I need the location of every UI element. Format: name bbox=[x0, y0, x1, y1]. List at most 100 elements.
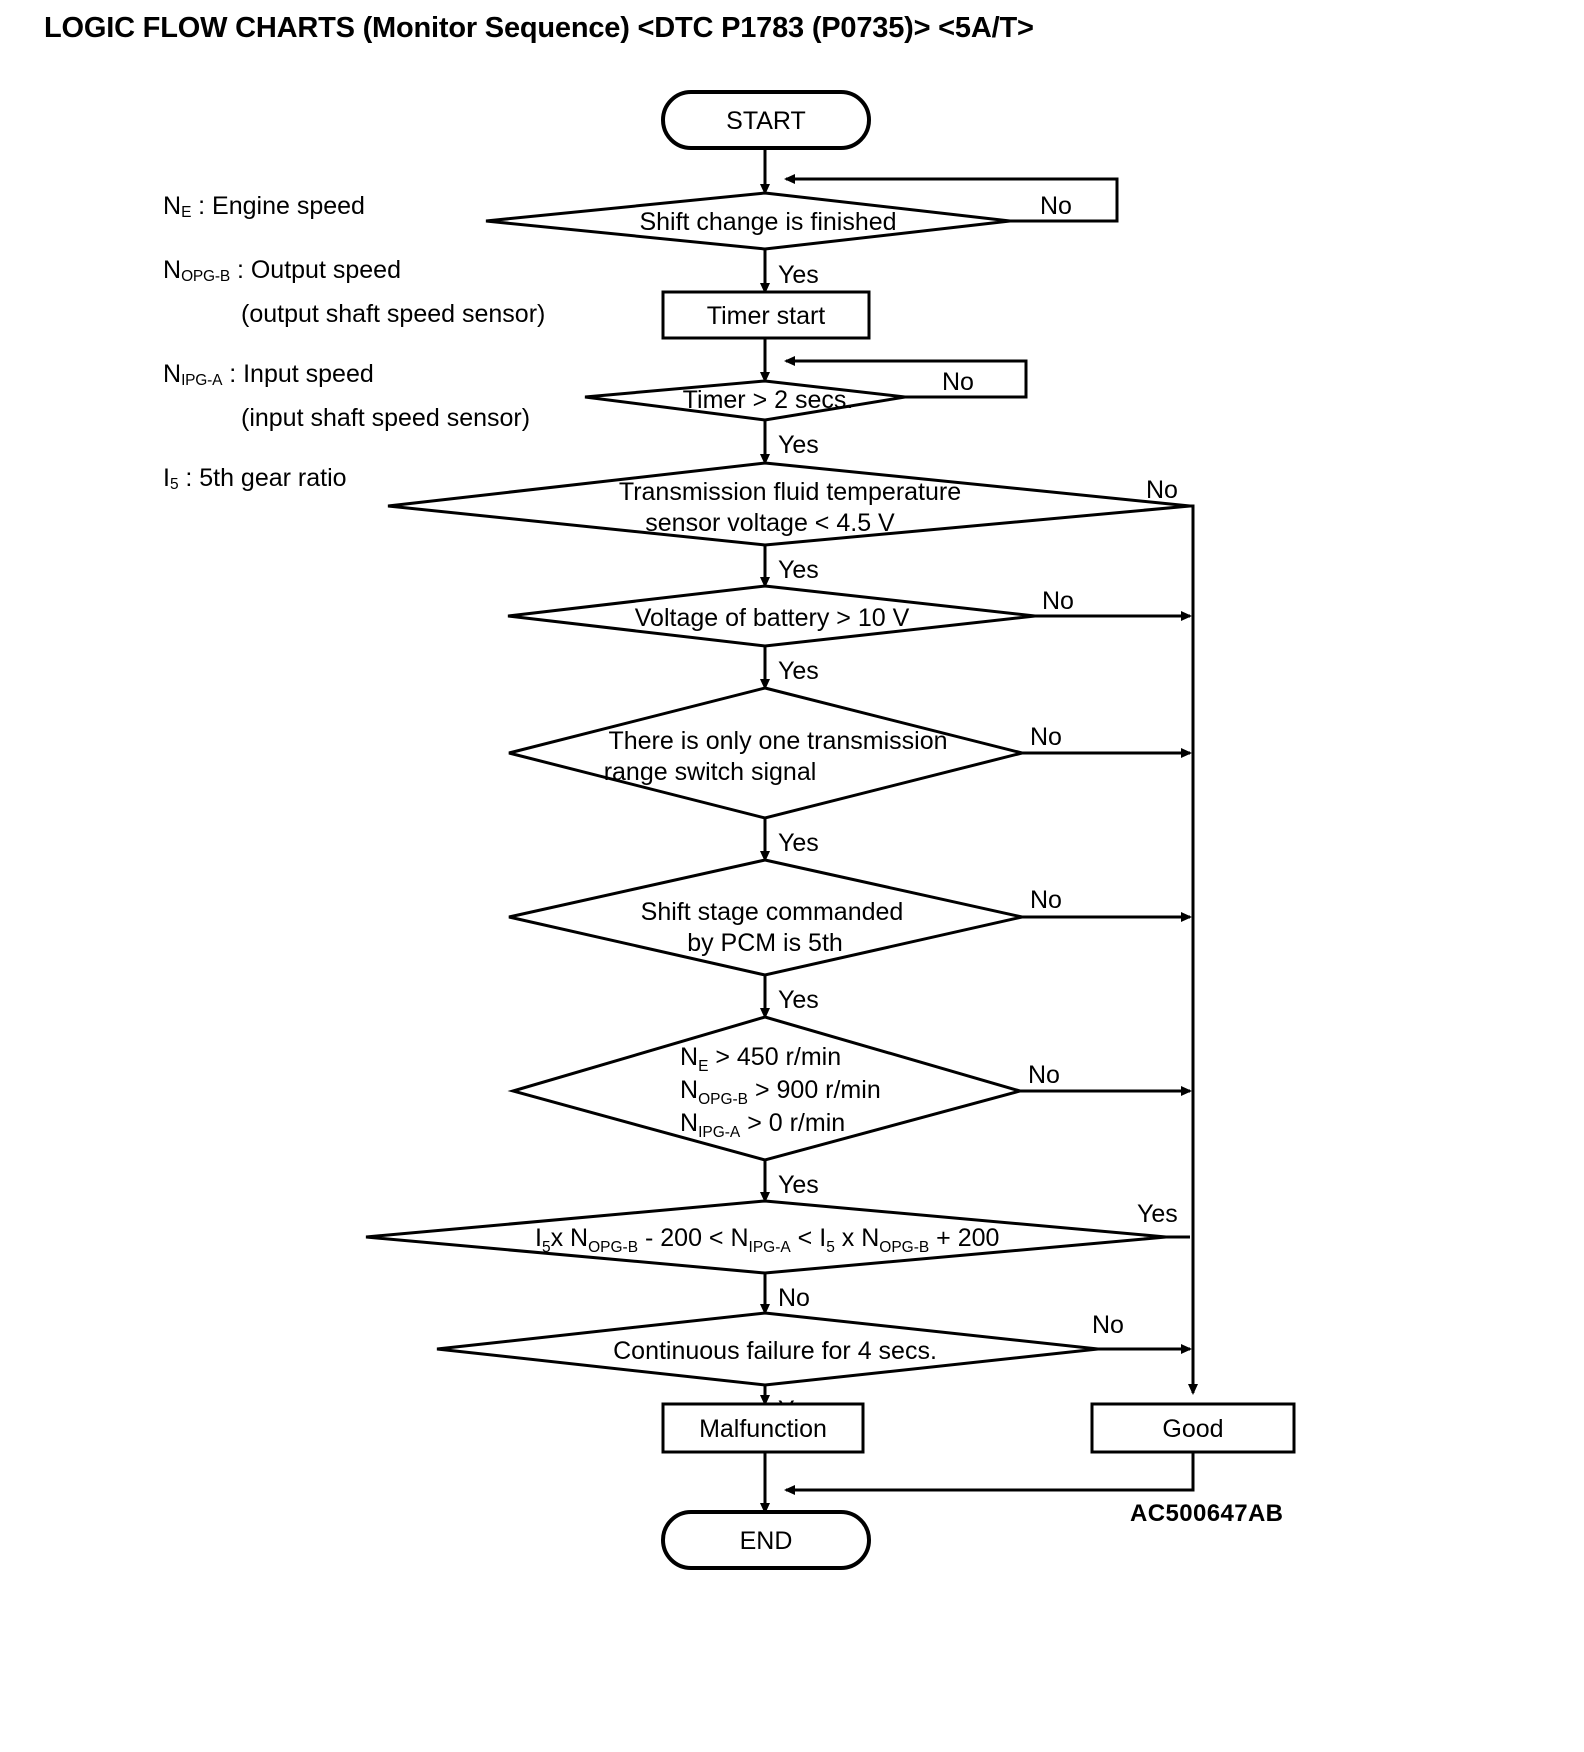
branch-label-shift-yes: Yes bbox=[778, 261, 819, 289]
legend-symbol: N bbox=[163, 192, 182, 220]
branch-label-shiftstage-no: No bbox=[1030, 886, 1062, 914]
decision-timer-2secs bbox=[584, 379, 906, 422]
ratio-t0-sub: 5 bbox=[542, 1239, 551, 1256]
process-timer-start-label: Timer start bbox=[707, 302, 826, 330]
ratio-t1-rest: x bbox=[551, 1224, 570, 1252]
branch-label-shiftstage-yes: Yes bbox=[778, 986, 819, 1014]
decision-speed-line3: NIPG-A > 0 r/min bbox=[680, 1109, 845, 1141]
start-label: START bbox=[726, 107, 806, 135]
decision-range-switch bbox=[508, 686, 1023, 820]
ratio-t4-sym: N bbox=[730, 1224, 748, 1252]
ratio-t4-sub: IPG-A bbox=[749, 1239, 792, 1256]
ratio-t6-sub: 5 bbox=[826, 1239, 835, 1256]
legend-text: Engine speed bbox=[212, 192, 365, 220]
speed-line2-rest: > 900 r/min bbox=[748, 1076, 881, 1104]
speed-line3-rest: > 0 r/min bbox=[740, 1109, 845, 1137]
ratio-t0-sym: I bbox=[535, 1224, 542, 1252]
speed-line3-symbol: N bbox=[680, 1109, 698, 1137]
legend-text: Output speed bbox=[250, 256, 401, 284]
decision-shift-stage-label-line2: by PCM is 5th bbox=[687, 929, 843, 957]
ratio-t7-rest: x bbox=[835, 1224, 861, 1252]
speed-line3-subscript: IPG-A bbox=[698, 1124, 741, 1141]
legend-note-nipga: (input shaft speed sensor) bbox=[241, 404, 531, 432]
legend-note-nopgb: (output shaft speed sensor) bbox=[241, 300, 546, 328]
legend-subscript: 5 bbox=[169, 476, 179, 493]
branch-label-battery-no: No bbox=[1042, 587, 1074, 615]
legend-entry-nopgb: NOPG-B : Output speed (output shaft spee… bbox=[163, 250, 583, 334]
end-label: END bbox=[740, 1527, 793, 1555]
legend-line-i5: I5 : 5th gear ratio bbox=[163, 458, 583, 502]
branch-label-rangeswitch-yes: Yes bbox=[778, 829, 819, 857]
legend-entry-i5: I5 : 5th gear ratio bbox=[163, 458, 583, 502]
ratio-t6-sym: I bbox=[819, 1224, 826, 1252]
ratio-t9-rest: + 200 bbox=[929, 1224, 999, 1252]
ratio-t2-sub: OPG-B bbox=[588, 1239, 638, 1256]
legend-symbol: N bbox=[163, 360, 182, 388]
branch-label-speeds-no: No bbox=[1028, 1061, 1060, 1089]
legend-line-nipga: NIPG-A : Input speed bbox=[163, 354, 583, 398]
process-malfunction bbox=[661, 1402, 865, 1454]
page-title: LOGIC FLOW CHARTS (Monitor Sequence) <DT… bbox=[44, 12, 1034, 44]
legend: NE : Engine speed NOPG-B : Output speed … bbox=[163, 186, 583, 522]
decision-range-switch-label-line1: There is only one transmission bbox=[608, 727, 947, 755]
decision-shift-change-label: Shift change is finished bbox=[639, 208, 896, 236]
legend-line-nopgb: NOPG-B : Output speed bbox=[163, 250, 583, 294]
legend-symbol: I bbox=[163, 464, 170, 492]
branch-label-timer2-no: No bbox=[942, 368, 974, 396]
branch-label-battery-yes: Yes bbox=[778, 657, 819, 685]
connector-shift-no-loop bbox=[784, 174, 1119, 223]
end-terminator bbox=[661, 1510, 871, 1570]
ratio-t8-sub: OPG-B bbox=[879, 1239, 929, 1256]
decision-timer-2secs-label: Timer > 2 secs. bbox=[683, 386, 854, 414]
decision-ratio-formula bbox=[365, 1199, 1167, 1275]
branch-label-fluidtemp-yes: Yes bbox=[778, 556, 819, 584]
decision-shift-stage bbox=[508, 858, 1023, 977]
process-good-label: Good bbox=[1162, 1415, 1223, 1443]
decision-continuous-failure-label: Continuous failure for 4 secs. bbox=[613, 1337, 937, 1365]
process-timer-start bbox=[661, 290, 871, 340]
speed-line1-rest: > 450 r/min bbox=[708, 1043, 841, 1071]
decision-range-switch-label-line2: range switch signal bbox=[604, 758, 817, 786]
legend-separator: : bbox=[178, 464, 200, 492]
branch-label-rangeswitch-no: No bbox=[1030, 723, 1062, 751]
decision-battery-voltage bbox=[507, 584, 1036, 648]
decision-continuous-failure bbox=[436, 1311, 1099, 1387]
decision-speed-conditions bbox=[507, 1015, 1026, 1162]
legend-separator: : bbox=[191, 192, 213, 220]
connector-timer2-no-loop bbox=[784, 356, 1028, 399]
legend-entry-nipga: NIPG-A : Input speed (input shaft speed … bbox=[163, 354, 583, 438]
branch-label-failure-no: No bbox=[1092, 1311, 1124, 1339]
ratio-t2-sym: N bbox=[570, 1224, 588, 1252]
legend-text: Input speed bbox=[243, 360, 374, 388]
diagram-code: AC500647AB bbox=[1130, 1500, 1284, 1527]
branch-label-shift-no: No bbox=[1040, 192, 1072, 220]
decision-speed-line1: NE > 450 r/min bbox=[680, 1043, 841, 1075]
legend-text: 5th gear ratio bbox=[199, 464, 347, 492]
legend-entry-ne: NE : Engine speed bbox=[163, 186, 583, 230]
ratio-t5-rest: < bbox=[791, 1224, 820, 1252]
decision-speed-line2: NOPG-B > 900 r/min bbox=[680, 1076, 881, 1108]
ratio-t8-sym: N bbox=[861, 1224, 879, 1252]
decision-shift-stage-label-line1: Shift stage commanded bbox=[641, 898, 904, 926]
process-good bbox=[1090, 1402, 1296, 1454]
branch-label-ratio-no: No bbox=[778, 1284, 810, 1312]
branch-label-speeds-yes: Yes bbox=[778, 1171, 819, 1199]
speed-line2-subscript: OPG-B bbox=[698, 1091, 748, 1108]
speed-line1-symbol: N bbox=[680, 1043, 698, 1071]
branch-label-fluidtemp-no: No bbox=[1146, 476, 1178, 504]
legend-subscript: E bbox=[181, 204, 192, 221]
branch-label-timer2-yes: Yes bbox=[778, 431, 819, 459]
ratio-t3-rest: - 200 < bbox=[638, 1224, 730, 1252]
decision-shift-change bbox=[485, 191, 1011, 251]
speed-line2-symbol: N bbox=[680, 1076, 698, 1104]
connector-good-to-end bbox=[784, 1452, 1195, 1495]
decision-fluid-temp-label-line2: sensor voltage < 4.5 V bbox=[645, 509, 895, 537]
decision-fluid-temp bbox=[387, 461, 1191, 547]
legend-subscript: IPG-A bbox=[181, 372, 223, 389]
process-malfunction-label: Malfunction bbox=[699, 1415, 827, 1443]
legend-subscript: OPG-B bbox=[181, 268, 231, 285]
connector-fluidtemp-no bbox=[1141, 504, 1198, 1395]
legend-symbol: N bbox=[163, 256, 182, 284]
decision-fluid-temp-label-line1: Transmission fluid temperature bbox=[619, 478, 961, 506]
